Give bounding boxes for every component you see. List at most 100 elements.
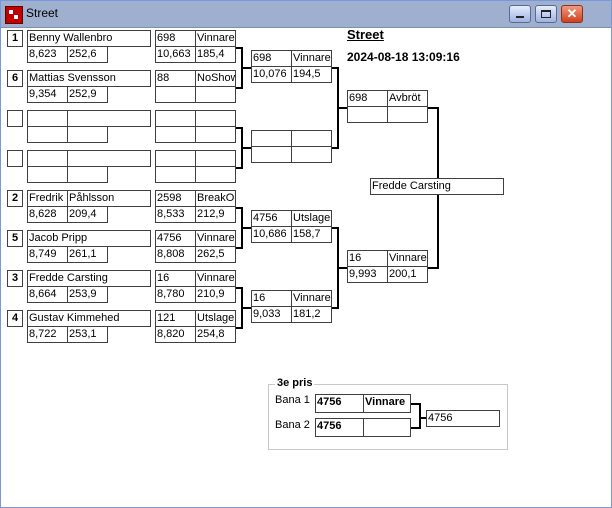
player-time-field[interactable]: 8,623 [27, 46, 68, 63]
round1-number-field[interactable] [155, 150, 196, 167]
player-speed-field[interactable]: 252,6 [67, 46, 108, 63]
round2-result-field[interactable]: Utslagen [291, 210, 332, 227]
round1-result-field[interactable]: NoShow [195, 70, 236, 87]
round1-result-field[interactable]: BreakOut [195, 190, 236, 207]
player-time-field[interactable]: 8,722 [27, 326, 68, 343]
player-speed-field[interactable]: 253,9 [67, 286, 108, 303]
round1-speed-field[interactable] [195, 126, 236, 143]
bracket-line [332, 307, 338, 309]
minimize-button[interactable] [509, 5, 531, 23]
round3-number-field[interactable]: 16 [347, 250, 388, 267]
round2-time-field[interactable] [251, 146, 292, 163]
player-time-field[interactable] [27, 166, 68, 183]
round2-number-field[interactable] [251, 130, 292, 147]
round1-speed-field[interactable] [195, 86, 236, 103]
player-name-field-2[interactable] [67, 150, 151, 167]
player-time-field[interactable]: 8,749 [27, 246, 68, 263]
seed-number: 1 [7, 30, 23, 47]
third-place-result-field[interactable]: 4756 [426, 410, 500, 427]
player-time-field[interactable]: 8,628 [27, 206, 68, 223]
player-speed-field[interactable]: 252,9 [67, 86, 108, 103]
round2-result-field[interactable]: Vinnare [291, 50, 332, 67]
player-name-field-2[interactable] [67, 110, 151, 127]
round2-time-field[interactable]: 10,686 [251, 226, 292, 243]
round1-time-field[interactable]: 8,780 [155, 286, 196, 303]
player-speed-field[interactable] [67, 126, 108, 143]
lane1-number-field[interactable]: 4756 [315, 394, 364, 413]
round1-result-field[interactable] [195, 150, 236, 167]
winner-field[interactable]: Fredde Carsting [370, 178, 504, 195]
player-speed-field[interactable] [67, 166, 108, 183]
round1-number-field[interactable]: 121 [155, 310, 196, 327]
round1-number-field[interactable]: 4756 [155, 230, 196, 247]
close-button[interactable]: ✕ [561, 5, 583, 23]
round2-speed-field[interactable] [291, 146, 332, 163]
lane2-result-field[interactable] [363, 418, 411, 437]
seed-number: 6 [7, 70, 23, 87]
lane1-result-field[interactable]: Vinnare [363, 394, 411, 413]
round1-result-field[interactable]: Vinnare [195, 230, 236, 247]
player-name-field[interactable] [27, 150, 68, 167]
round1-result-field[interactable]: Utslagen [195, 310, 236, 327]
app-icon[interactable] [5, 6, 23, 24]
round1-speed-field[interactable]: 185,4 [195, 46, 236, 63]
round1-result-field[interactable] [195, 110, 236, 127]
player-name-field-2[interactable]: Påhlsson [67, 190, 151, 207]
round2-number-field[interactable]: 698 [251, 50, 292, 67]
player-speed-field[interactable]: 253,1 [67, 326, 108, 343]
round2-speed-field[interactable]: 181,2 [291, 306, 332, 323]
player-name-field[interactable]: Benny Wallenbro [27, 30, 151, 47]
round1-number-field[interactable]: 698 [155, 30, 196, 47]
round2-time-field[interactable]: 10,076 [251, 66, 292, 83]
player-speed-field[interactable]: 209,4 [67, 206, 108, 223]
player-name-field[interactable] [27, 110, 68, 127]
round1-speed-field[interactable]: 254,8 [195, 326, 236, 343]
lane2-number-field[interactable]: 4756 [315, 418, 364, 437]
round1-time-field[interactable]: 8,533 [155, 206, 196, 223]
round1-time-field[interactable]: 10,663 [155, 46, 196, 63]
round1-number-field[interactable] [155, 110, 196, 127]
player-time-field[interactable]: 8,664 [27, 286, 68, 303]
seed-number [7, 110, 23, 127]
round3-result-field[interactable]: Vinnare [387, 250, 428, 267]
round1-time-field[interactable] [155, 126, 196, 143]
round1-time-field[interactable] [155, 166, 196, 183]
round3-time-field[interactable]: 9,993 [347, 266, 388, 283]
round3-result-field[interactable]: Avbröt [387, 90, 428, 107]
round3-speed-field[interactable] [387, 106, 428, 123]
player-name-field[interactable]: Gustav Kimmehed [27, 310, 151, 327]
round2-speed-field[interactable]: 158,7 [291, 226, 332, 243]
round1-number-field[interactable]: 16 [155, 270, 196, 287]
round1-time-field[interactable] [155, 86, 196, 103]
round2-time-field[interactable]: 9,033 [251, 306, 292, 323]
bracket-line [241, 307, 251, 309]
round2-number-field[interactable]: 16 [251, 290, 292, 307]
player-name-field[interactable]: Fredrik [27, 190, 68, 207]
bracket-line [236, 247, 242, 249]
title-bar[interactable]: Street ✕ [1, 1, 611, 28]
round1-speed-field[interactable]: 212,9 [195, 206, 236, 223]
round3-time-field[interactable] [347, 106, 388, 123]
round2-result-field[interactable] [291, 130, 332, 147]
player-time-field[interactable]: 9,354 [27, 86, 68, 103]
player-name-field[interactable]: Fredde Carsting [27, 270, 151, 287]
round1-result-field[interactable]: Vinnare [195, 270, 236, 287]
player-speed-field[interactable]: 261,1 [67, 246, 108, 263]
player-time-field[interactable] [27, 126, 68, 143]
player-name-field[interactable]: Mattias Svensson [27, 70, 151, 87]
round2-number-field[interactable]: 4756 [251, 210, 292, 227]
round1-number-field[interactable]: 88 [155, 70, 196, 87]
round1-speed-field[interactable] [195, 166, 236, 183]
round1-time-field[interactable]: 8,808 [155, 246, 196, 263]
maximize-button[interactable] [535, 5, 557, 23]
round3-speed-field[interactable]: 200,1 [387, 266, 428, 283]
round1-result-field[interactable]: Vinnare [195, 30, 236, 47]
round2-speed-field[interactable]: 194,5 [291, 66, 332, 83]
round1-speed-field[interactable]: 262,5 [195, 246, 236, 263]
round1-number-field[interactable]: 2598 [155, 190, 196, 207]
round1-speed-field[interactable]: 210,9 [195, 286, 236, 303]
round2-result-field[interactable]: Vinnare [291, 290, 332, 307]
round1-time-field[interactable]: 8,820 [155, 326, 196, 343]
round3-number-field[interactable]: 698 [347, 90, 388, 107]
player-name-field[interactable]: Jacob Pripp [27, 230, 151, 247]
